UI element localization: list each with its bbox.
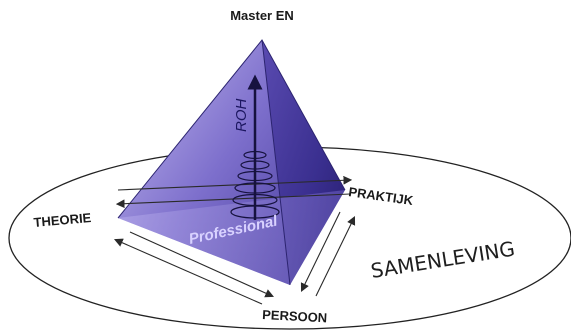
context-label: SAMENLEVING (369, 236, 516, 282)
apex-label: Master EN (230, 8, 294, 23)
corner-label-left: THEORIE (33, 210, 92, 230)
corner-label-right: PRAKTIJK (348, 184, 415, 208)
axis-label: ROH (233, 99, 250, 133)
corner-label-bottom: PERSOON (262, 307, 328, 325)
pyramid (118, 40, 345, 285)
